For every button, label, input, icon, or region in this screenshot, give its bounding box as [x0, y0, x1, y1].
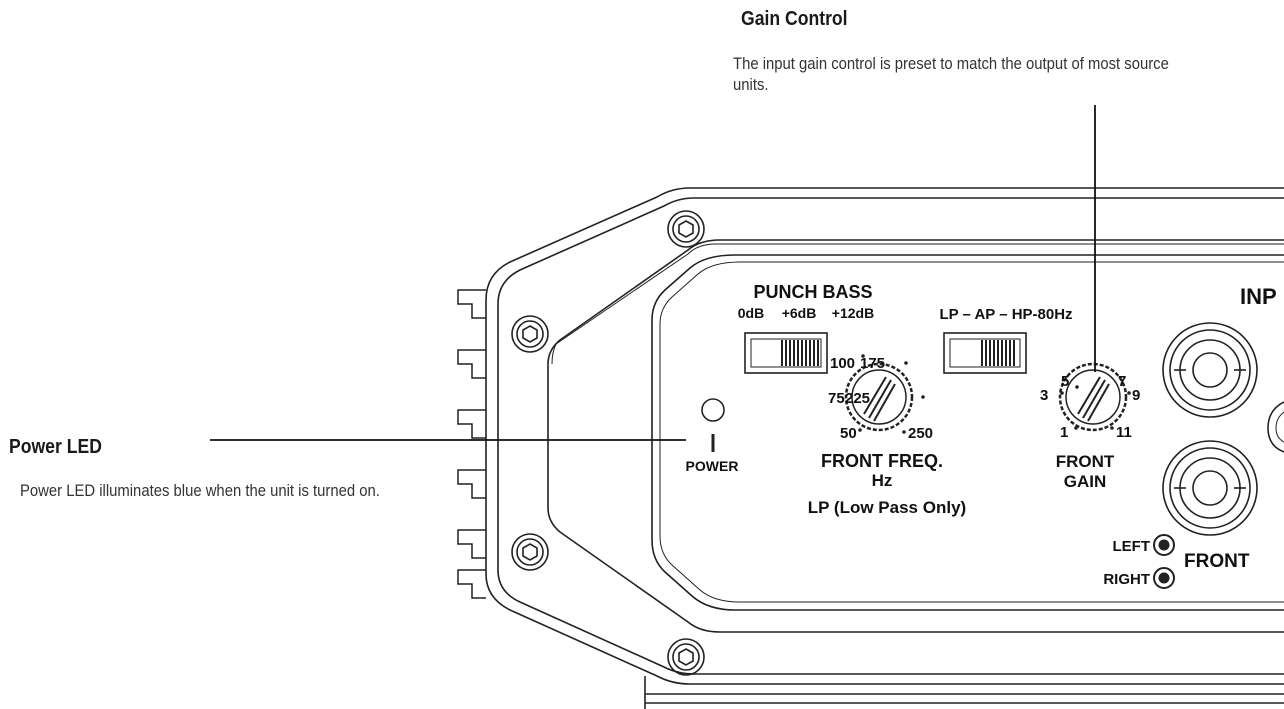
front-gain-scale-1: 1: [1060, 424, 1068, 441]
faceplate-outline: [547, 239, 1284, 633]
left-indicator-icon: [1153, 534, 1175, 556]
power-label: POWER: [686, 458, 739, 474]
front-gain-label: FRONT: [1056, 452, 1115, 471]
housing-inner-outline: [497, 197, 1284, 675]
crossover-switch[interactable]: [943, 332, 1027, 374]
rca-input-top-icon[interactable]: [1162, 322, 1258, 418]
front-freq-scale-100: 100: [830, 355, 855, 372]
punch-bass-switch[interactable]: [744, 332, 828, 374]
front-freq-scale-225: 225: [845, 390, 870, 407]
front-gain-scale-3: 3: [1040, 387, 1048, 404]
housing-outline: [485, 187, 1284, 685]
front-gain-scale-5: 5: [1061, 373, 1069, 390]
front-freq-unit: Hz: [872, 471, 893, 490]
screw-left-bottom-icon: [511, 533, 549, 571]
heatsink-fins: [457, 289, 486, 599]
channel-right-label: RIGHT: [1103, 571, 1150, 588]
screw-bottom-icon: [667, 638, 705, 676]
front-freq-scale-50: 50: [840, 425, 857, 442]
front-freq-label: FRONT FREQ.: [821, 451, 943, 471]
front-freq-scale-dots: [858, 354, 925, 434]
front-gain-scale-9: 9: [1132, 387, 1140, 404]
amp-base: [644, 676, 1284, 709]
front-freq-note: LP (Low Pass Only): [808, 498, 966, 517]
input-label: INP: [1240, 284, 1277, 309]
punch-bass-option-0: 0dB: [738, 305, 764, 321]
channel-left-label: LEFT: [1113, 538, 1151, 555]
front-gain-scale-dots: [1060, 385, 1131, 430]
power-led-icon: [701, 398, 725, 422]
front-freq-scale-175: 175: [860, 355, 885, 372]
front-gain-scale-11: 11: [1116, 424, 1132, 441]
front-freq-scale-250: 250: [908, 425, 933, 442]
rca-input-bottom-icon[interactable]: [1162, 440, 1258, 536]
crossover-switch-label: LP – AP – HP-80Hz: [939, 306, 1072, 323]
front-gain-knob[interactable]: [1058, 362, 1128, 432]
channel-group-label: FRONT: [1184, 551, 1250, 572]
gain-control-description: The input gain control is preset to matc…: [733, 55, 1169, 94]
front-freq-scale-75: 75: [828, 390, 845, 407]
gain-control-title: Gain Control: [741, 8, 848, 30]
power-led-title: Power LED: [9, 436, 102, 458]
punch-bass-option-2: +12dB: [832, 305, 874, 321]
rca-input-partial: [1267, 401, 1284, 453]
front-gain-scale-7: 7: [1118, 373, 1126, 390]
right-indicator-icon: [1153, 567, 1175, 589]
front-freq-knob[interactable]: [844, 362, 914, 432]
screw-left-top-icon: [511, 315, 549, 353]
punch-bass-label: PUNCH BASS: [753, 282, 872, 302]
front-gain-label-2: GAIN: [1064, 472, 1107, 491]
control-panel-recess: [651, 254, 1284, 611]
screw-top-icon: [667, 210, 705, 248]
power-led-description: Power LED illuminates blue when the unit…: [20, 482, 380, 500]
punch-bass-option-1: +6dB: [782, 305, 817, 321]
